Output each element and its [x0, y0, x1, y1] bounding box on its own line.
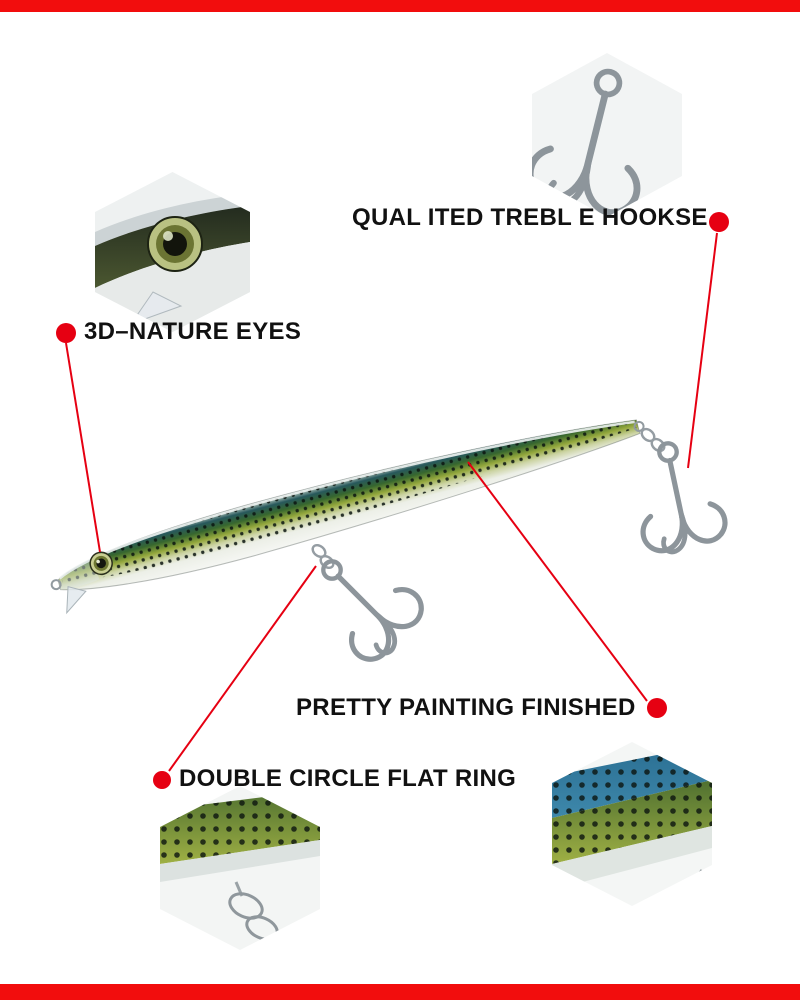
tail-treble-hook [626, 427, 729, 558]
belly-treble-hook [297, 535, 432, 670]
label-double-circle-flat-ring: DOUBLE CIRCLE FLAT RING [179, 765, 517, 792]
label-pretty-painting-finished: PRETTY PAINTING FINISHED [296, 694, 636, 721]
callout-line-flat-ring [168, 565, 317, 772]
lure-body [50, 419, 645, 615]
callout-line-eyes [65, 342, 101, 553]
nose-line-ring [50, 579, 62, 591]
lure-lip [66, 586, 87, 615]
callout-line-painting [467, 461, 648, 702]
label-quality-treble-hooks: QUAL ITED TREBL E HOOKSE [352, 204, 708, 231]
lure-eye [89, 551, 113, 576]
tail-attach-ring [633, 420, 645, 432]
callout-dot-flat-ring [153, 771, 171, 789]
top-red-banner [0, 0, 800, 12]
callout-dot-eyes [56, 323, 76, 343]
annotation-overlay [56, 212, 729, 789]
bottom-red-banner [0, 984, 800, 1000]
callout-line-treble-hooks [687, 232, 718, 469]
lure-dot-pattern [61, 421, 637, 583]
callout-dot-treble-hooks [709, 212, 729, 232]
label-3d-nature-eyes: 3D–NATURE EYES [84, 318, 302, 345]
tail-split-ring-2 [650, 437, 666, 453]
callout-dot-painting [647, 698, 667, 718]
lure-snout-sheen [58, 558, 100, 590]
